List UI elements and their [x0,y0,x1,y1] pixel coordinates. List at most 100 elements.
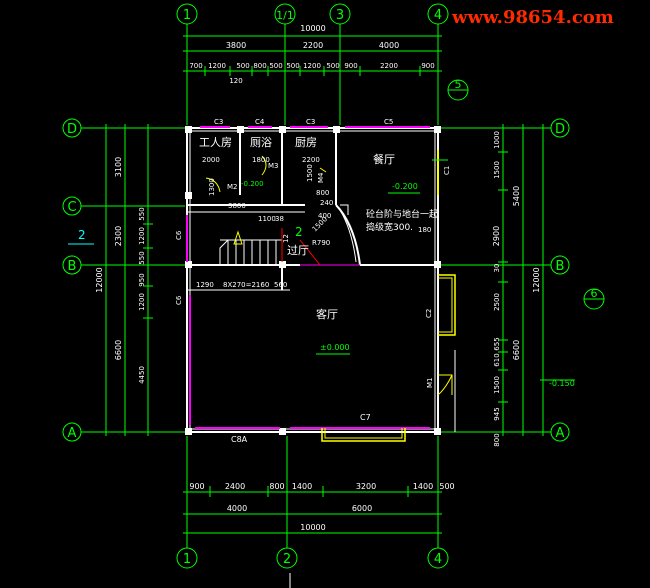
svg-text:180: 180 [418,226,431,234]
svg-text:M3: M3 [268,162,279,170]
svg-text:6000: 6000 [352,504,372,513]
svg-text:4: 4 [434,8,442,23]
svg-text:655: 655 [493,337,501,350]
svg-text:500: 500 [326,62,339,70]
svg-text:3200: 3200 [356,482,376,491]
axis-bubbles-left: D C B A [62,118,185,442]
axis-bubbles-right: D B A 5 6 [440,78,605,442]
svg-text:6600: 6600 [512,340,521,360]
stairs [205,155,349,266]
svg-text:400: 400 [318,212,331,220]
svg-text:550: 550 [138,207,146,220]
svg-text:2200: 2200 [303,41,323,50]
svg-text:2500: 2500 [493,293,501,311]
note-line-1: 砼台阶与地台一起 [366,208,438,220]
svg-text:120: 120 [229,77,242,85]
svg-text:3: 3 [336,8,344,23]
right-dimensions: 2900 1000 1500 30 2500 655 610 1500 945 … [492,124,575,447]
svg-text:C7: C7 [360,413,371,422]
svg-text:30: 30 [493,264,501,273]
svg-text:1400: 1400 [413,482,433,491]
svg-text:C8A: C8A [231,435,248,444]
room-servant: 工人房 [199,136,232,149]
svg-text:3800: 3800 [228,202,246,210]
svg-text:1200: 1200 [208,62,226,70]
svg-text:1000: 1000 [493,131,501,149]
svg-text:2000: 2000 [202,156,220,164]
note-line-2: 捣级宽300. [366,221,413,233]
svg-text:500: 500 [269,62,282,70]
svg-text:12: 12 [282,234,290,243]
svg-text:500: 500 [439,482,454,491]
room-kitchen: 厨房 [295,136,317,149]
svg-text:C4: C4 [255,118,265,126]
svg-text:900: 900 [421,62,434,70]
room-living: 客厅 [316,307,338,321]
svg-text:2200: 2200 [380,62,398,70]
svg-text:4000: 4000 [227,504,247,513]
svg-text:1: 1 [183,552,191,567]
svg-text:700: 700 [189,62,202,70]
svg-text:3800: 3800 [226,41,246,50]
room-bath: 厕浴 [250,136,272,149]
svg-text:C5: C5 [384,118,393,126]
room-hall: 过厅 [287,244,309,257]
watermark-text: www.98654.com [451,7,614,28]
svg-text:3100: 3100 [114,157,123,177]
svg-text:1500: 1500 [493,161,501,179]
svg-text:2900: 2900 [492,226,501,246]
svg-text:2400: 2400 [225,482,245,491]
svg-text:800: 800 [493,433,501,446]
svg-text:2200: 2200 [302,156,320,164]
svg-text:C1: C1 [443,166,451,175]
svg-text:1500: 1500 [306,164,314,182]
svg-text:1500: 1500 [493,376,501,394]
svg-text:800: 800 [253,62,266,70]
svg-text:800: 800 [316,189,329,197]
axis-bubbles-bottom: 1 2 4 [176,547,449,588]
svg-text:4450: 4450 [138,366,146,384]
svg-text:B: B [68,259,77,274]
svg-text:A: A [68,426,77,441]
svg-text:500: 500 [286,62,299,70]
svg-text:1200: 1200 [303,62,321,70]
svg-text:5400: 5400 [512,186,521,206]
svg-text:2: 2 [78,228,86,242]
svg-text:C3: C3 [306,118,315,126]
annotations: C3 C4 C3 C5 C1 C6 C6 C2 C7 C8A 2000 1800… [175,118,451,444]
svg-text:560: 560 [274,281,287,289]
svg-text:-0.200: -0.200 [392,182,418,191]
svg-text:D: D [555,122,565,137]
svg-text:C3: C3 [214,118,223,126]
svg-text:10000: 10000 [300,24,325,33]
svg-text:2: 2 [283,552,291,567]
svg-text:1300: 1300 [208,178,216,196]
svg-text:-0.200: -0.200 [241,180,264,188]
svg-text:4: 4 [434,552,442,567]
svg-text:1200: 1200 [138,227,146,245]
svg-text:D: D [67,122,77,137]
top-dimensions: 10000 3800 2200 4000 700 1200 500 800 50… [183,24,442,85]
svg-text:4000: 4000 [379,41,399,50]
svg-text:C6: C6 [175,295,183,305]
svg-text:C6: C6 [175,230,183,240]
svg-text:8X270=2160: 8X270=2160 [223,281,269,289]
svg-text:M2: M2 [227,183,238,191]
svg-text:945: 945 [493,407,501,420]
svg-text:1290: 1290 [196,281,214,289]
svg-text:2300: 2300 [114,226,123,246]
svg-text:R790: R790 [312,239,330,247]
svg-text:1400: 1400 [292,482,312,491]
svg-text:950: 950 [138,273,146,286]
svg-text:5: 5 [455,78,462,91]
svg-text:2: 2 [295,225,303,239]
svg-text:500: 500 [236,62,249,70]
svg-text:12000: 12000 [95,267,104,292]
svg-text:B: B [556,259,565,274]
svg-text:±0.000: ±0.000 [320,343,350,352]
room-labels: 工人房 厕浴 厨房 餐厅 客厅 过厅 [199,136,395,321]
svg-text:A: A [556,426,565,441]
svg-text:1800: 1800 [252,156,270,164]
svg-text:10000: 10000 [300,523,325,532]
